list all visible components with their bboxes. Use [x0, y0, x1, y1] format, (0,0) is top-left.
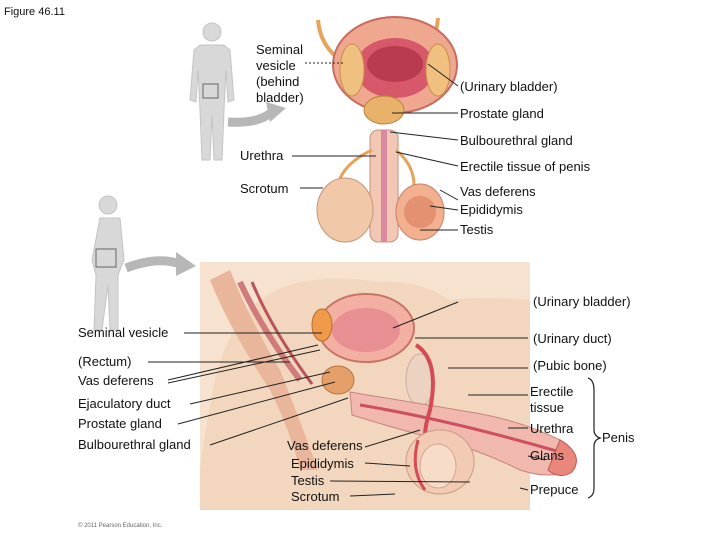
- zoom-box-side: [95, 248, 117, 268]
- label-prepuce: Prepuce: [530, 482, 579, 497]
- label-erectile-tissue-top: Erectile tissue of penis: [460, 159, 591, 174]
- label-pubic-bone-side: (Pubic bone): [533, 358, 607, 373]
- front-anatomy: [316, 16, 458, 243]
- label-penis: Penis: [602, 430, 635, 445]
- label-rectum-side: (Rectum): [78, 354, 132, 369]
- label-vas-deferens-top: Vas deferens: [460, 184, 536, 199]
- label-seminal-vesicle-side: Seminal vesicle: [78, 325, 169, 340]
- bottom-leader-lines: [148, 301, 546, 497]
- label-testis-side: Testis: [291, 473, 325, 488]
- label-urethra-side: Urethra: [530, 421, 574, 436]
- label-testis-top: Testis: [460, 222, 494, 237]
- label-prostate-gland-side: Prostate gland: [78, 416, 162, 431]
- label-glans: Glans: [530, 448, 564, 463]
- prostate-front: [363, 95, 405, 125]
- label-prostate-gland-top: Prostate gland: [460, 106, 544, 121]
- prostate-side: [321, 365, 355, 395]
- label-ejaculatory-duct: Ejaculatory duct: [78, 396, 171, 411]
- seminal-vesicle-line-3: (behind: [256, 74, 300, 89]
- label-bulbourethral-gland-side: Bulbourethral gland: [78, 437, 191, 452]
- label-urinary-duct-side: (Urinary duct): [533, 331, 612, 346]
- front-body-silhouette: [189, 22, 235, 161]
- zoom-arrow-front: [227, 108, 275, 127]
- seminal-vesicle-line-2: vesicle: [256, 58, 296, 73]
- label-urethra-top: Urethra: [240, 148, 284, 163]
- seminal-vesicle-line-1: Seminal: [256, 42, 303, 57]
- sagittal-anatomy: [200, 262, 577, 510]
- seminal-vesicle-line-4: bladder): [256, 90, 304, 105]
- label-urinary-bladder-top: (Urinary bladder): [460, 79, 558, 94]
- zoom-box-front: [202, 83, 219, 99]
- penis-bracket: [587, 377, 602, 499]
- erectile-line-2: tissue: [530, 400, 564, 415]
- label-erectile-tissue-side: Erectile tissue: [530, 384, 573, 416]
- label-scrotum-side: Scrotum: [291, 489, 340, 504]
- erectile-line-1: Erectile: [530, 384, 574, 399]
- label-vas-deferens-center: Vas deferens: [287, 438, 363, 453]
- copyright-text: © 2011 Pearson Education, Inc.: [78, 523, 163, 529]
- label-seminal-vesicle-top: Seminal vesicle (behind bladder): [256, 42, 304, 106]
- label-vas-deferens-left: Vas deferens: [78, 373, 154, 388]
- zoom-arrow-side: [124, 256, 182, 273]
- figure-label: Figure 46.11: [4, 6, 65, 18]
- label-urinary-bladder-side: (Urinary bladder): [533, 294, 631, 309]
- label-epididymis-top: Epididymis: [460, 202, 523, 217]
- testis-side: [419, 443, 457, 489]
- label-bulbourethral-gland-top: Bulbourethral gland: [460, 133, 573, 148]
- label-epididymis-side: Epididymis: [291, 456, 354, 471]
- testis-front-left: [316, 177, 374, 243]
- top-leader-lines: [292, 62, 459, 231]
- side-body-silhouette: [91, 195, 125, 331]
- label-scrotum-top: Scrotum: [240, 181, 289, 196]
